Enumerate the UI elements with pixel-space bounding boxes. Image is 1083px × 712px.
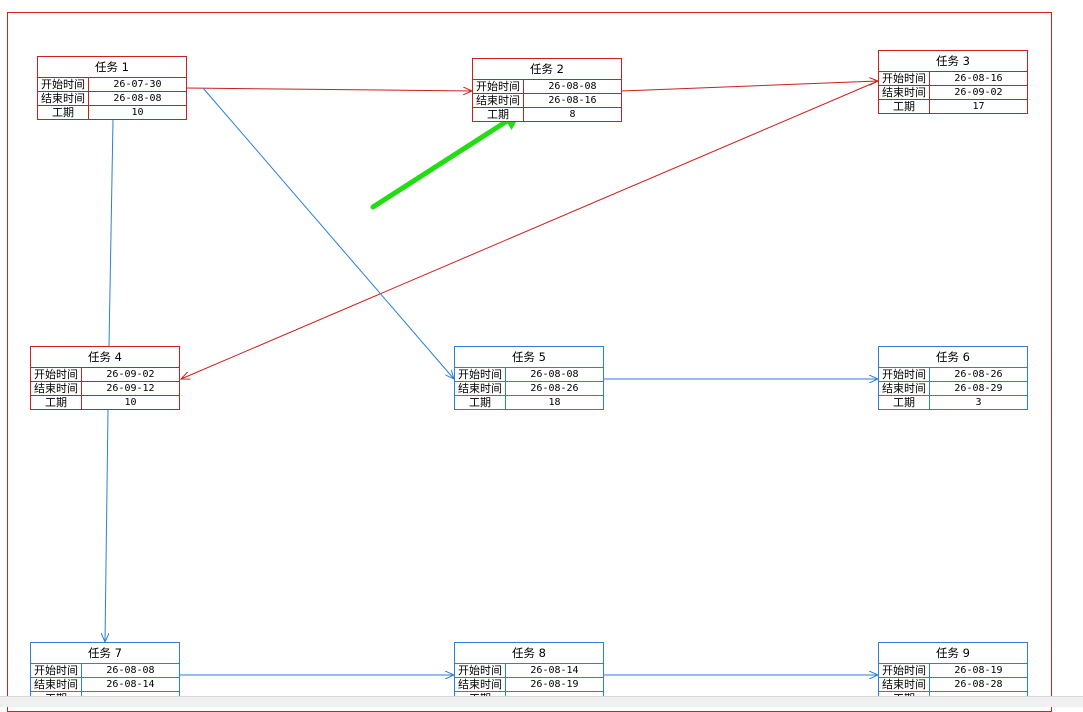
task-node-3[interactable]: 任务 3 开始时间 26-08-16 结束时间 26-09-02 工期 17 [878,50,1028,114]
start-label: 开始时间 [473,80,524,93]
start-value: 26-08-08 [548,81,597,92]
end-label: 结束时间 [879,86,930,99]
task-node-6[interactable]: 任务 6 开始时间 26-08-26 结束时间 26-08-29 工期 3 [878,346,1028,410]
duration-label: 工期 [455,396,506,409]
duration-value: 10 [124,397,137,408]
horizontal-scrollbar[interactable] [0,696,1083,707]
end-label: 结束时间 [879,382,930,395]
start-label: 开始时间 [38,78,89,91]
end-value: 26-09-12 [106,383,155,394]
duration-label: 工期 [473,108,524,121]
link-task3-task4 [181,80,879,379]
start-value: 26-08-08 [530,369,579,380]
green-pointer-arrow [370,111,522,210]
start-label: 开始时间 [879,368,930,381]
end-value: 26-08-08 [113,93,162,104]
task-node-4[interactable]: 任务 4 开始时间 26-09-02 结束时间 26-09-12 工期 10 [30,346,180,410]
link-task1-task2 [185,88,472,91]
task-node-2[interactable]: 任务 2 开始时间 26-08-08 结束时间 26-08-16 工期 8 [472,58,622,122]
duration-value: 17 [972,101,985,112]
start-value: 26-08-14 [530,665,579,676]
end-value: 26-08-19 [530,679,579,690]
duration-value: 3 [975,397,982,408]
duration-value: 18 [548,397,561,408]
end-label: 结束时间 [455,678,506,691]
link-task4-task7 [105,409,108,642]
task-title: 任务 2 [530,62,564,76]
end-value: 26-08-28 [954,679,1003,690]
task-title: 任务 5 [512,350,546,364]
end-value: 26-08-29 [954,383,1003,394]
start-label: 开始时间 [31,368,82,381]
task-title: 任务 1 [95,60,129,74]
task-title: 任务 4 [88,350,122,364]
task-title: 任务 6 [936,350,970,364]
task-node-1[interactable]: 任务 1 开始时间 26-07-30 结束时间 26-08-08 工期 10 [37,56,187,120]
end-label: 结束时间 [31,678,82,691]
end-value: 26-08-26 [530,383,579,394]
end-label: 结束时间 [879,678,930,691]
start-label: 开始时间 [455,664,506,677]
task-title: 任务 9 [936,646,970,660]
task-node-5[interactable]: 任务 5 开始时间 26-08-08 结束时间 26-08-26 工期 18 [454,346,604,410]
link-task2-task3 [620,81,878,92]
end-value: 26-08-14 [106,679,155,690]
start-value: 26-07-30 [113,79,162,90]
duration-value: 8 [569,109,576,120]
start-label: 开始时间 [879,72,930,85]
start-value: 26-08-19 [954,665,1003,676]
task-title: 任务 3 [936,54,970,68]
start-value: 26-08-26 [954,369,1003,380]
duration-label: 工期 [38,106,89,119]
duration-label: 工期 [31,396,82,409]
end-value: 26-09-02 [954,87,1003,98]
end-label: 结束时间 [31,382,82,395]
end-label: 结束时间 [455,382,506,395]
start-label: 开始时间 [879,664,930,677]
end-label: 结束时间 [473,94,524,107]
end-label: 结束时间 [38,92,89,105]
link-task1-task5 [202,87,454,379]
duration-value: 10 [131,107,144,118]
start-label: 开始时间 [455,368,506,381]
start-value: 26-08-08 [106,665,155,676]
start-value: 26-09-02 [106,369,155,380]
start-value: 26-08-16 [954,73,1003,84]
duration-label: 工期 [879,396,930,409]
duration-label: 工期 [879,100,930,113]
task-title: 任务 7 [88,646,122,660]
start-label: 开始时间 [31,664,82,677]
end-value: 26-08-16 [548,95,597,106]
link-task1-task4 [108,119,114,347]
task-title: 任务 8 [512,646,546,660]
